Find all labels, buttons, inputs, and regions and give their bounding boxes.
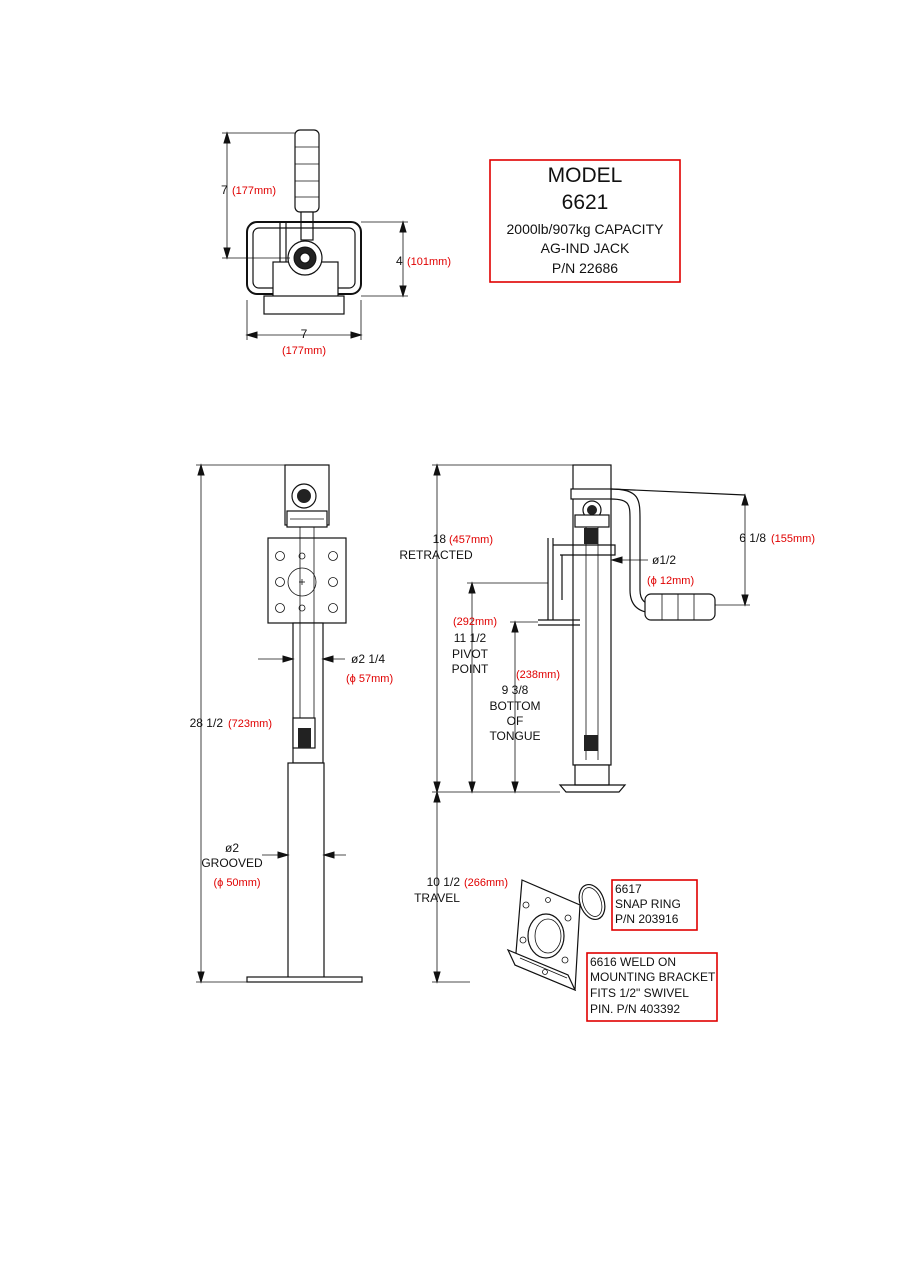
top-depth-mm: (101mm) bbox=[407, 256, 451, 268]
side-handle-mm: (155mm) bbox=[771, 533, 815, 545]
side-tongue-mm: (238mm) bbox=[516, 669, 560, 681]
top-depth-in: 4 bbox=[396, 254, 403, 268]
side-pin-dia-mm: (ϕ 12mm) bbox=[647, 575, 694, 587]
side-pivot-label2: POINT bbox=[452, 662, 489, 676]
snap-ring-line1: 6617 bbox=[615, 882, 642, 896]
model-info-box: MODEL 6621 2000lb/907kg CAPACITY AG-IND … bbox=[489, 159, 681, 283]
front-inner-dia: ø2 bbox=[225, 841, 239, 855]
snap-ring-line3: P/N 203916 bbox=[615, 912, 679, 926]
front-overall-in: 28 1/2 bbox=[190, 716, 224, 730]
top-width-mm: (177mm) bbox=[282, 345, 326, 357]
snap-ring-line2: SNAP RING bbox=[615, 897, 681, 911]
bracket-line1: 6616 WELD ON bbox=[590, 955, 676, 969]
bracket-line3: FITS 1/2" SWIVEL bbox=[590, 986, 689, 1000]
side-pivot-mm: (292mm) bbox=[453, 616, 497, 628]
side-pivot-label1: PIVOT bbox=[452, 647, 489, 661]
side-tongue-label1: BOTTOM bbox=[489, 699, 540, 713]
side-travel-in: 10 1/2 bbox=[427, 875, 461, 889]
bracket-line2: MOUNTING BRACKET bbox=[590, 970, 716, 984]
bracket-line4: PIN. P/N 403392 bbox=[590, 1002, 680, 1016]
model-number: 6621 bbox=[562, 191, 609, 214]
snap-ring-box: 6617 SNAP RING P/N 203916 bbox=[611, 879, 698, 931]
side-view: 18 (457mm) RETRACTED (292mm) 11 1/2 PIVO… bbox=[399, 463, 815, 984]
side-retracted-label: RETRACTED bbox=[399, 548, 473, 562]
side-travel-label: TRAVEL bbox=[414, 891, 460, 905]
side-handle-in: 6 1/8 bbox=[739, 531, 766, 545]
side-tongue-label2: OF bbox=[507, 714, 524, 728]
side-retracted-mm: (457mm) bbox=[449, 534, 493, 546]
side-retracted-in: 18 bbox=[433, 532, 447, 546]
top-height-mm: (177mm) bbox=[232, 185, 276, 197]
side-tongue-in: 9 3/8 bbox=[502, 683, 529, 697]
top-view: 7 (177mm) 4 (101mm) 7 (177mm) bbox=[221, 129, 451, 357]
front-overall-mm: (723mm) bbox=[228, 718, 272, 730]
side-pivot-in: 11 1/2 bbox=[454, 631, 487, 645]
front-outer-dia-mm: (ϕ 57mm) bbox=[346, 673, 393, 685]
front-inner-label: GROOVED bbox=[201, 856, 263, 870]
top-height-in: 7 bbox=[221, 183, 228, 197]
side-tongue-label3: TONGUE bbox=[489, 729, 540, 743]
front-outer-dia: ø2 1/4 bbox=[351, 652, 385, 666]
front-inner-dia-mm: (ϕ 50mm) bbox=[213, 877, 260, 889]
front-view: 28 1/2 (723mm) ø2 1/4 (ϕ 57mm) ø2 GROOVE… bbox=[190, 463, 393, 984]
side-travel-mm: (266mm) bbox=[464, 877, 508, 889]
bracket-illustration bbox=[506, 879, 606, 992]
model-type: AG-IND JACK bbox=[541, 240, 630, 256]
bracket-box: 6616 WELD ON MOUNTING BRACKET FITS 1/2" … bbox=[586, 952, 718, 1022]
side-pin-dia: ø1/2 bbox=[652, 553, 676, 567]
model-label: MODEL bbox=[548, 164, 623, 187]
top-width-in: 7 bbox=[301, 327, 308, 341]
model-capacity: 2000lb/907kg CAPACITY bbox=[507, 221, 665, 237]
model-part-number: P/N 22686 bbox=[552, 260, 618, 276]
